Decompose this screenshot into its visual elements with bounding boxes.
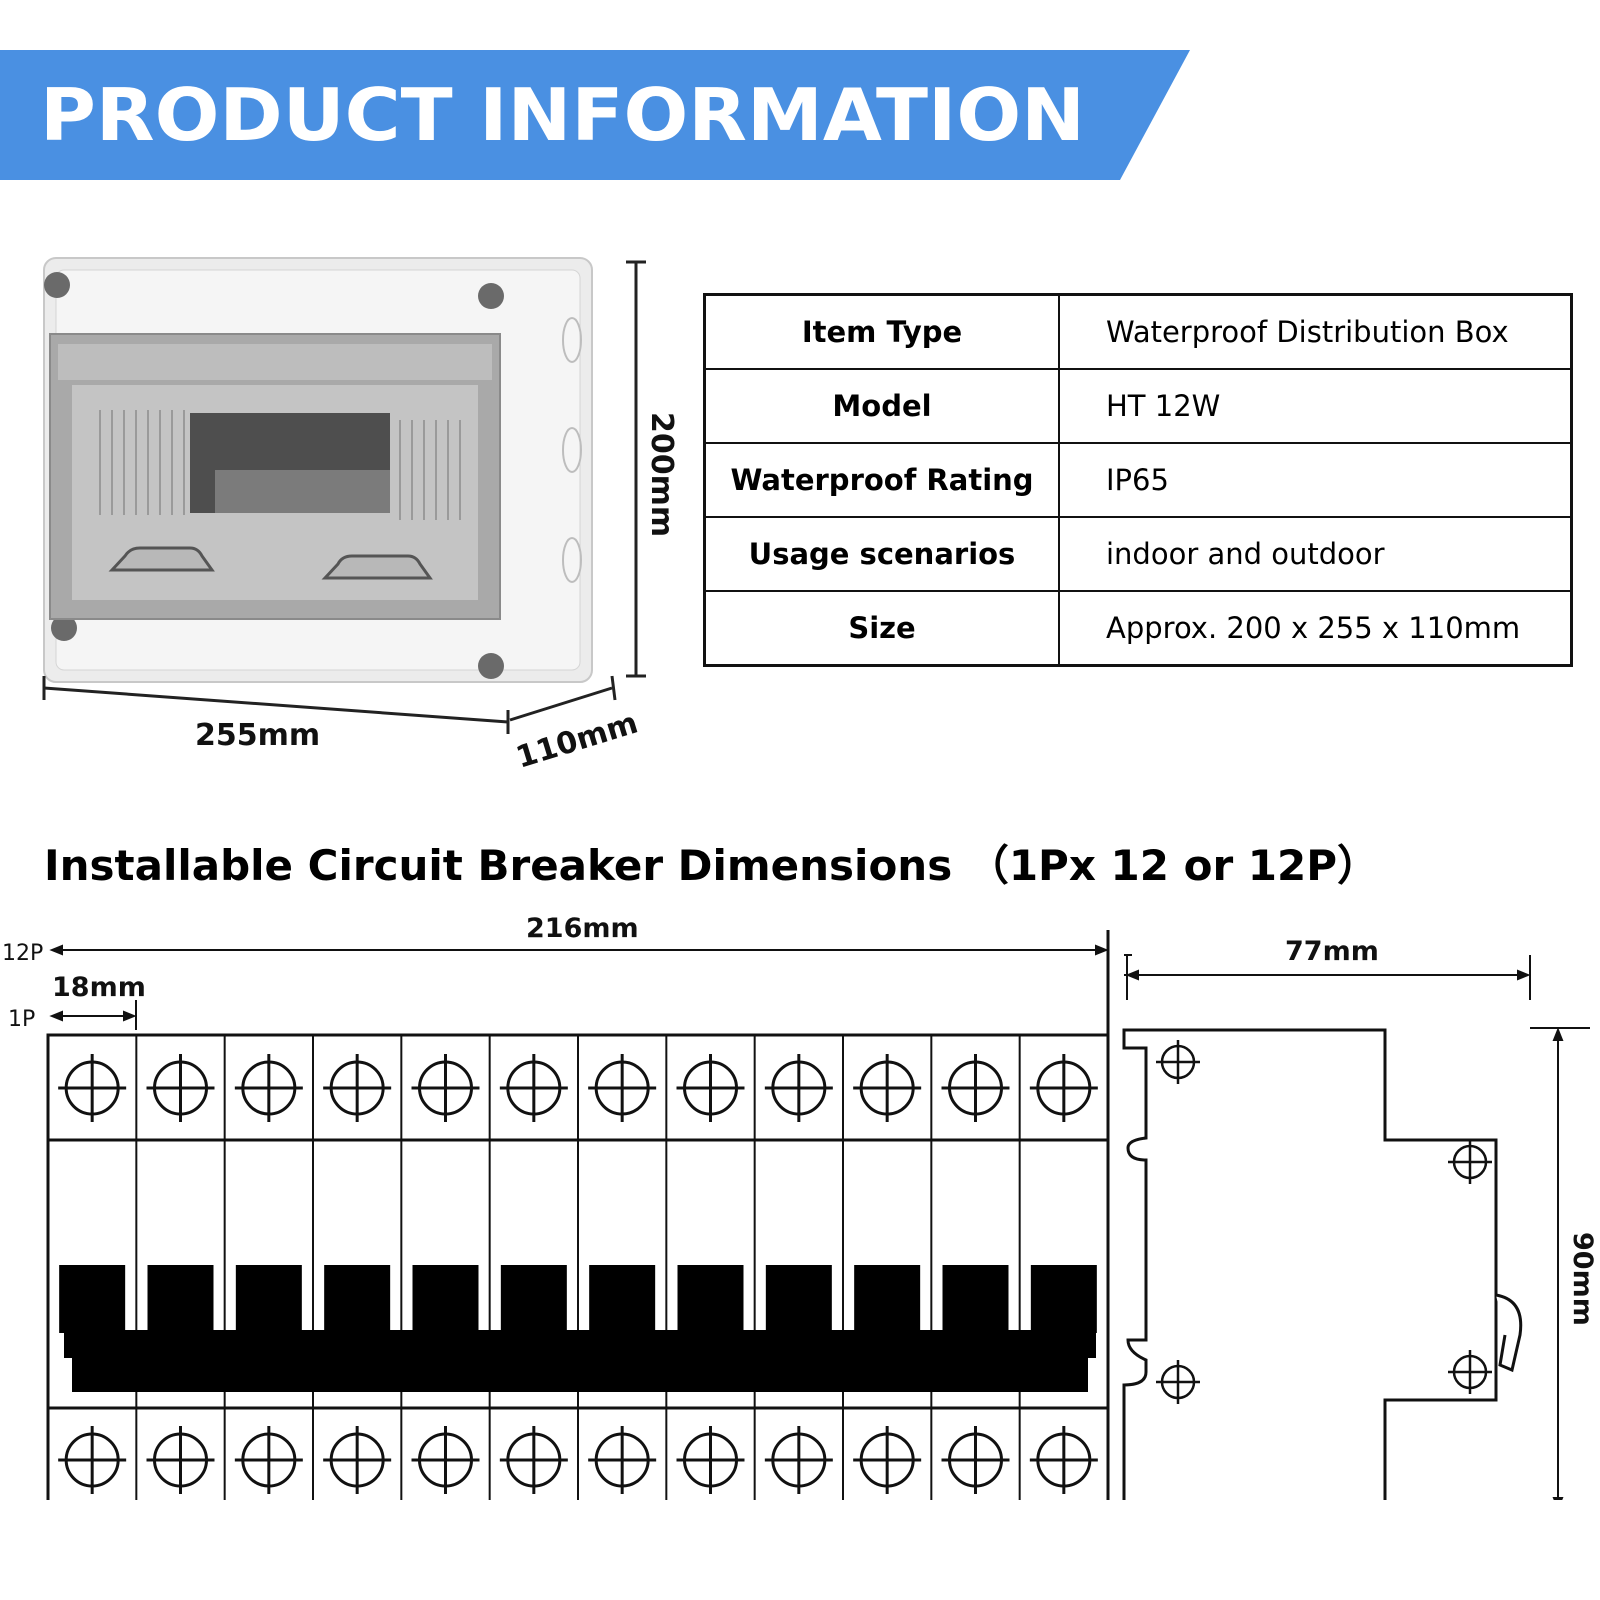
spec-table: Item Type Waterproof Distribution Box Mo… [703, 293, 1573, 667]
side-terminal-icons [1156, 1040, 1492, 1404]
breaker-handle [500, 1265, 567, 1333]
depth-dimension [509, 675, 617, 722]
pole-width-label: 18mm [52, 972, 146, 1003]
knockouts [562, 317, 582, 583]
side-height-dimension [1530, 1027, 1590, 1500]
breaker-front-diagram: 216mm 12P 18mm 1P [2, 913, 1110, 1500]
breaker-handle [589, 1265, 656, 1333]
spec-value: Approx. 200 x 255 x 110mm [1058, 590, 1573, 667]
breaker-handle [412, 1265, 479, 1333]
side-width-label: 77mm [1285, 936, 1379, 967]
product-information-banner: PRODUCT INFORMATION [0, 50, 1190, 180]
breaker-handle [854, 1265, 921, 1333]
breaker-handle [942, 1265, 1009, 1333]
spec-value: indoor and outdoor [1058, 516, 1573, 592]
breaker-handle [59, 1265, 126, 1333]
spec-value: Waterproof Distribution Box [1058, 293, 1573, 370]
spec-key: Size [703, 590, 1060, 667]
breaker-handle [677, 1265, 744, 1333]
breaker-handle [1030, 1265, 1097, 1333]
table-row: Model HT 12W [703, 368, 1573, 444]
table-row: Waterproof Rating IP65 [703, 442, 1573, 518]
breaker-handle [235, 1265, 302, 1333]
spec-key: Waterproof Rating [703, 442, 1060, 518]
spec-key: Item Type [703, 293, 1060, 370]
table-row: Item Type Waterproof Distribution Box [703, 293, 1573, 370]
rib-panels [99, 410, 461, 520]
breaker-handle [324, 1265, 391, 1333]
banner-background [0, 50, 1190, 180]
breaker-grid [46, 1033, 1110, 1500]
distribution-box-illustration: 200mm 255mm 110mm [42, 257, 679, 776]
height-dimension [626, 260, 646, 678]
table-row: Usage scenarios indoor and outdoor [703, 516, 1573, 592]
label-1p: 1P [8, 1007, 35, 1032]
table-row: Size Approx. 200 x 255 x 110mm [703, 590, 1573, 667]
busbar-top [64, 1330, 1096, 1358]
width-dimension [42, 676, 510, 734]
pole-width-dimension [49, 1000, 137, 1030]
breaker-side-profile [1122, 1028, 1498, 1500]
spec-value: HT 12W [1058, 368, 1573, 444]
height-label: 200mm [644, 412, 679, 537]
side-width-dimension [1124, 954, 1531, 1000]
spec-value: IP65 [1058, 442, 1573, 518]
banner-title: PRODUCT INFORMATION [40, 73, 1085, 157]
side-height-label: 90mm [1567, 1232, 1598, 1326]
spec-key: Usage scenarios [703, 516, 1060, 592]
latch-icons [108, 546, 433, 580]
breaker-toggle [1495, 1293, 1523, 1373]
width-label: 255mm [195, 718, 320, 753]
breaker-handle [147, 1265, 214, 1333]
breaker-section-title: Installable Circuit Breaker Dimensions （… [44, 841, 1380, 890]
breaker-side-diagram: 77mm 90mm [1122, 936, 1598, 1500]
spec-table-container: Item Type Waterproof Distribution Box Mo… [703, 293, 1573, 667]
depth-label: 110mm [512, 706, 642, 776]
label-12p: 12P [2, 941, 43, 966]
total-width-label: 216mm [526, 913, 639, 944]
breaker-handle [765, 1265, 832, 1333]
spec-key: Model [703, 368, 1060, 444]
screw-icons [44, 272, 504, 679]
